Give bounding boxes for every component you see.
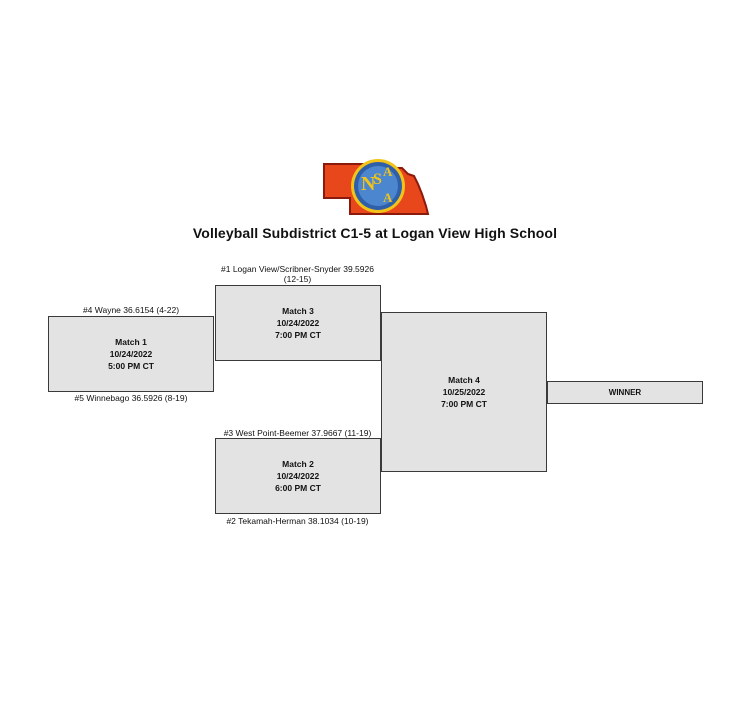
match-1-box: Match 1 10/24/2022 5:00 PM CT bbox=[48, 316, 214, 392]
winner-box: WINNER bbox=[547, 381, 703, 404]
svg-text:S: S bbox=[373, 171, 382, 188]
svg-text:N: N bbox=[361, 173, 376, 195]
nsaa-logo: N S A A bbox=[320, 154, 430, 218]
match-4-time: 7:00 PM CT bbox=[441, 399, 487, 409]
match-4-label: Match 4 bbox=[448, 375, 480, 385]
match-1-date: 10/24/2022 bbox=[109, 349, 153, 359]
match-3-top-team-line1: #1 Logan View/Scribner-Snyder 39.5926 bbox=[221, 264, 374, 274]
svg-text:A: A bbox=[383, 164, 393, 179]
match-3-label: Match 3 bbox=[282, 306, 314, 316]
match-2-label: Match 2 bbox=[282, 459, 314, 469]
winner-label: WINNER bbox=[608, 387, 642, 397]
svg-text:A: A bbox=[383, 190, 393, 205]
match-2-time: 6:00 PM CT bbox=[275, 483, 321, 493]
match-4-date: 10/25/2022 bbox=[442, 387, 486, 397]
match-1-label: Match 1 bbox=[115, 337, 147, 347]
match-2-top-team: #3 West Point-Beemer 37.9667 (11-19) bbox=[223, 428, 372, 438]
match-3-time: 7:00 PM CT bbox=[275, 330, 321, 340]
match-2-bottom-team: #2 Tekamah-Herman 38.1034 (10-19) bbox=[226, 516, 369, 526]
page-title: Volleyball Subdistrict C1-5 at Logan Vie… bbox=[192, 225, 558, 241]
match-1-time: 5:00 PM CT bbox=[108, 361, 154, 371]
match-1-top-team: #4 Wayne 36.6154 (4-22) bbox=[82, 305, 180, 315]
match-2-box: Match 2 10/24/2022 6:00 PM CT bbox=[215, 438, 381, 514]
match-1-bottom-team: #5 Winnebago 36.5926 (8-19) bbox=[74, 393, 188, 403]
match-3-top-team-line2: (12-15) bbox=[283, 274, 312, 284]
match-4-box: Match 4 10/25/2022 7:00 PM CT bbox=[381, 312, 547, 472]
match-2-date: 10/24/2022 bbox=[276, 471, 320, 481]
match-3-box: Match 3 10/24/2022 7:00 PM CT bbox=[215, 285, 381, 361]
match-3-date: 10/24/2022 bbox=[276, 318, 320, 328]
